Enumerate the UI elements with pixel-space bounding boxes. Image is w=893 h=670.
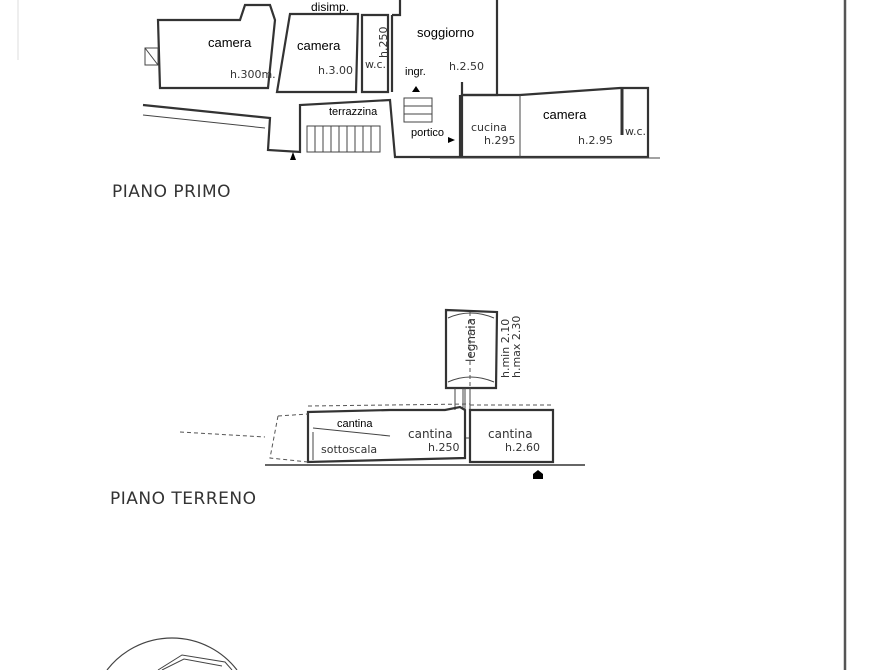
label-legnaia-hmin: h.min 2.10 [499,319,512,378]
label-wc-2: w.c. [625,125,646,138]
label-cantina-3: cantina [488,427,533,441]
label-soggiorno-height: h.2.50 [449,60,484,73]
room-camera-2 [275,12,360,94]
piano-terreno-plan: legnaia h.min 2.10 h.max 2.30 cantina so… [110,308,585,509]
label-disimpegno: disimp. [311,0,349,14]
label-cantina-2: cantina [408,427,453,441]
label-camera-2-height: h.3.00 [318,64,353,77]
label-terrazzina: terrazzina [329,106,378,118]
label-cucina: cucina [471,121,507,134]
label-camera-1: camera [208,35,252,50]
label-cantina-1: cantina [337,418,373,430]
piano-primo-plan: disimp. camera h.300m. camera h.3.00 w.c… [112,0,660,202]
title-piano-terreno: PIANO TERRENO [110,489,256,509]
label-portico: portico [411,127,444,139]
room-soggiorno [390,0,499,97]
room-cantina-3 [468,408,555,464]
terrace-outline [142,95,462,159]
label-camera-3: camera [543,107,587,122]
label-cantina-3-height: h.2.60 [505,441,540,454]
stairs [306,97,433,153]
label-wc-1: w.c. [365,58,386,71]
label-sottoscala: sottoscala [321,443,377,456]
room-camera-1 [156,3,277,90]
label-legnaia-hmax: h.max 2.30 [510,316,523,378]
label-camera-2: camera [297,38,341,53]
label-ingresso: ingr. [405,66,426,78]
label-camera-1-height: h.300m. [230,68,276,81]
room-wc-1 [360,13,390,94]
label-cantina-2-height: h.250 [428,441,459,454]
label-soggiorno: soggiorno [417,25,474,40]
label-wc-1-height: h.250 [377,27,390,58]
label-legnaia: legnaia [464,318,478,362]
label-cucina-height: h.295 [484,134,515,147]
room-legnaia [444,308,499,390]
label-camera-3-height: h.2.95 [578,134,613,147]
room-cantina-block [306,405,467,464]
site-plan-circle [106,637,238,670]
title-piano-primo: PIANO PRIMO [112,182,231,202]
